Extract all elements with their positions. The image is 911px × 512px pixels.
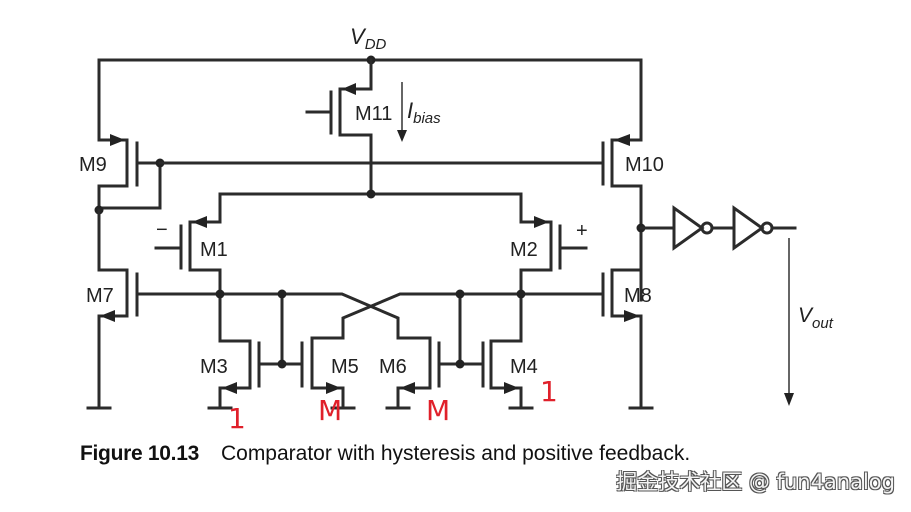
m5-arrow-icon — [326, 382, 341, 394]
m6-arrow-icon — [400, 382, 415, 394]
m2-source-arrow-icon — [534, 216, 549, 228]
label-m11: M11 — [355, 103, 392, 125]
ratio-m4: 1 — [540, 375, 558, 408]
watermark: 掘金技术社区 @ fun4analog — [616, 470, 895, 494]
label-m7: M7 — [86, 285, 114, 307]
input-plus-label: + — [576, 220, 588, 242]
transistor-m4 — [481, 341, 534, 410]
right-node — [341, 289, 605, 390]
m4-arrow-icon — [504, 382, 519, 394]
left-node — [135, 289, 400, 390]
m11-source-arrow-icon — [342, 83, 356, 95]
ibias-arrow — [397, 82, 407, 142]
label-m3: M3 — [200, 356, 228, 378]
transistor-m2 — [519, 216, 588, 296]
m3-arrow-icon — [222, 382, 237, 394]
ratio-m5: M — [318, 394, 342, 427]
m7-arrow-icon — [100, 310, 115, 322]
label-m8: M8 — [624, 285, 652, 307]
input-minus-label: − — [156, 219, 168, 241]
label-m10: M10 — [625, 154, 664, 176]
label-m6: M6 — [379, 356, 407, 378]
m10-source-arrow-icon — [614, 134, 630, 146]
transistor-m6 — [385, 336, 485, 410]
ibias-label: Ibias — [407, 98, 441, 127]
m8-arrow-icon — [624, 310, 640, 322]
transistor-m7 — [86, 208, 142, 410]
vdd-label: VDD — [350, 24, 387, 53]
transistor-m11 — [305, 58, 373, 196]
label-m1: M1 — [200, 239, 228, 261]
transistor-m3 — [207, 341, 304, 410]
label-m2: M2 — [510, 239, 538, 261]
ratio-m6: M — [426, 394, 450, 427]
label-m4: M4 — [510, 356, 538, 378]
tail-node — [218, 189, 523, 224]
transistor-m5 — [300, 336, 356, 410]
m1-source-arrow-icon — [192, 216, 207, 228]
vout-label: Vout — [798, 304, 834, 332]
transistor-m1 — [154, 216, 222, 296]
figure-caption: Figure 10.13 Comparator with hysteresis a… — [80, 442, 690, 466]
label-m5: M5 — [331, 356, 359, 378]
figure-caption-text: Comparator with hysteresis and positive … — [220, 442, 691, 465]
transistor-m10 — [601, 134, 646, 302]
m9-source-arrow-icon — [110, 134, 125, 146]
transistor-m9 — [94, 134, 165, 215]
inverter-2 — [710, 205, 797, 251]
label-m9: M9 — [79, 154, 107, 176]
figure-number: Figure 10.13 — [80, 442, 199, 465]
inverter-1 — [639, 205, 714, 251]
ratio-m3: 1 — [228, 402, 246, 435]
vout-arrow — [784, 238, 794, 406]
transistor-m8 — [601, 268, 654, 410]
